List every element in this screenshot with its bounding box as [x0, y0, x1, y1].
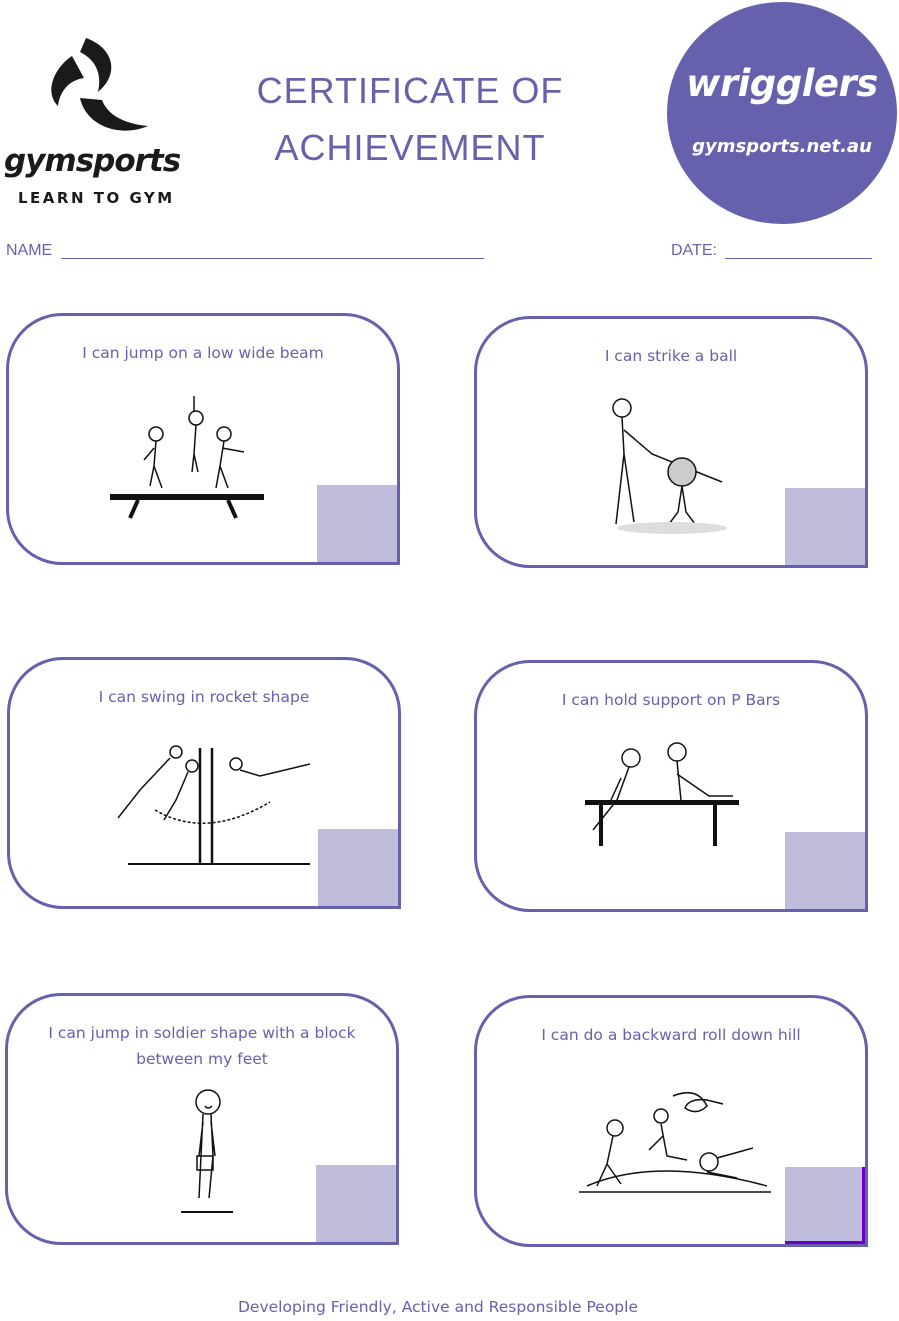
skill-card-backward-roll: I can do a backward roll down hill [474, 995, 868, 1247]
certificate-title-line1: CERTIFICATE OF [256, 70, 564, 111]
skill-label: I can jump in soldier shape with a block… [48, 1024, 356, 1068]
skill-card-beam: I can jump on a low wide beam [6, 313, 400, 565]
strike-ball-illustration [612, 398, 727, 534]
skill-card-strike-ball: I can strike a ball [474, 316, 868, 568]
skill-label: I can strike a ball [604, 347, 738, 365]
logo-wordmark: gymsports [4, 143, 181, 179]
tick-box[interactable] [317, 485, 397, 562]
skill-card-rocket-swing: I can swing in rocket shape [7, 657, 401, 909]
name-label: NAME [6, 242, 53, 259]
certificate-title-line2: ACHIEVEMENT [274, 127, 546, 168]
gymsports-logo-icon [51, 38, 148, 131]
skill-card-p-bars: I can hold support on P Bars [474, 660, 868, 912]
tick-box[interactable] [785, 1167, 865, 1244]
date-label: DATE: [671, 242, 717, 259]
tick-box[interactable] [318, 829, 398, 906]
date-field[interactable] [725, 258, 872, 259]
beam-jump-illustration [110, 396, 264, 519]
tick-box[interactable] [785, 832, 865, 909]
rocket-swing-illustration [117, 745, 311, 865]
skill-label: I can hold support on P Bars [561, 691, 781, 709]
badge-title: wrigglers [686, 62, 878, 105]
soldier-jump-illustration [181, 1089, 233, 1213]
tick-box[interactable] [316, 1165, 396, 1242]
skill-label: I can do a backward roll down hill [541, 1026, 801, 1044]
logo-tagline: LEARN TO GYM [18, 189, 175, 207]
p-bars-illustration [585, 742, 739, 846]
badge-url: gymsports.net.au [692, 136, 872, 157]
footer-tagline: Developing Friendly, Active and Responsi… [238, 1298, 638, 1316]
skill-label: I can jump on a low wide beam [82, 344, 324, 362]
skill-label: I can swing in rocket shape [98, 688, 310, 706]
tick-box[interactable] [785, 488, 865, 565]
name-field[interactable] [61, 258, 484, 259]
backward-roll-illustration [579, 1091, 771, 1193]
wrigglers-badge: wrigglers gymsports.net.au [667, 2, 897, 224]
skill-card-soldier-jump: I can jump in soldier shape with a block… [5, 993, 399, 1245]
